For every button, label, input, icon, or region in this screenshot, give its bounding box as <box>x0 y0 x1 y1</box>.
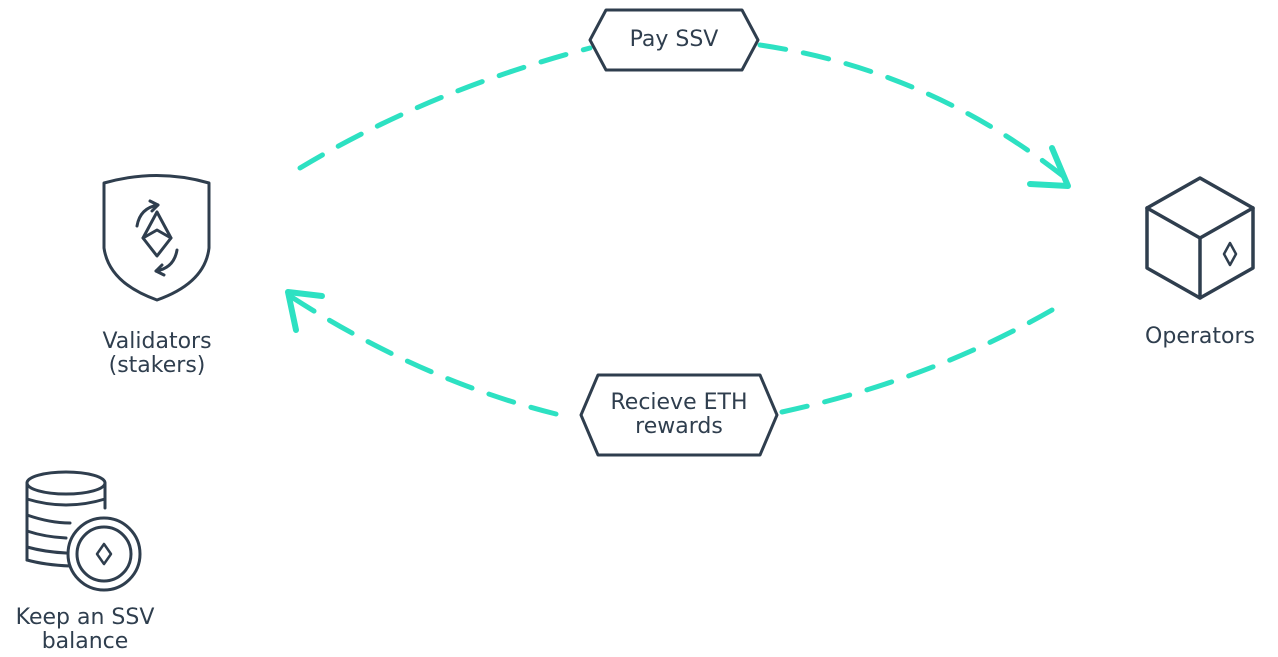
reward-label-line1: Recieve ETH <box>610 390 748 415</box>
balance-label-line2: balance <box>41 629 129 654</box>
validators-label-line2: (stakers) <box>108 353 206 378</box>
validators-label: Validators (stakers) <box>67 330 247 378</box>
balance-label: Keep an SSV balance <box>0 606 170 654</box>
pay-flow-arrow-path <box>297 42 1071 183</box>
cube-ssv-icon <box>1145 176 1255 300</box>
reward-flow-arrowhead <box>285 289 325 333</box>
reward-flow-arrow-path <box>287 293 1055 417</box>
reward-badge <box>579 373 779 457</box>
reward-label: Recieve ETH rewards <box>581 391 777 439</box>
balance-label-line1: Keep an SSV <box>15 605 155 630</box>
validators-label-line1: Validators <box>102 329 212 354</box>
operators-label: Operators <box>1145 324 1255 349</box>
pay-ssv-badge <box>588 8 760 72</box>
coin-stack-ssv-icon <box>25 470 142 592</box>
shield-ethereum-icon <box>102 174 211 302</box>
pay-flow-arrowhead <box>1027 145 1071 189</box>
pay-ssv-label: Pay SSV <box>629 27 719 52</box>
reward-label-line2: rewards <box>635 414 723 439</box>
